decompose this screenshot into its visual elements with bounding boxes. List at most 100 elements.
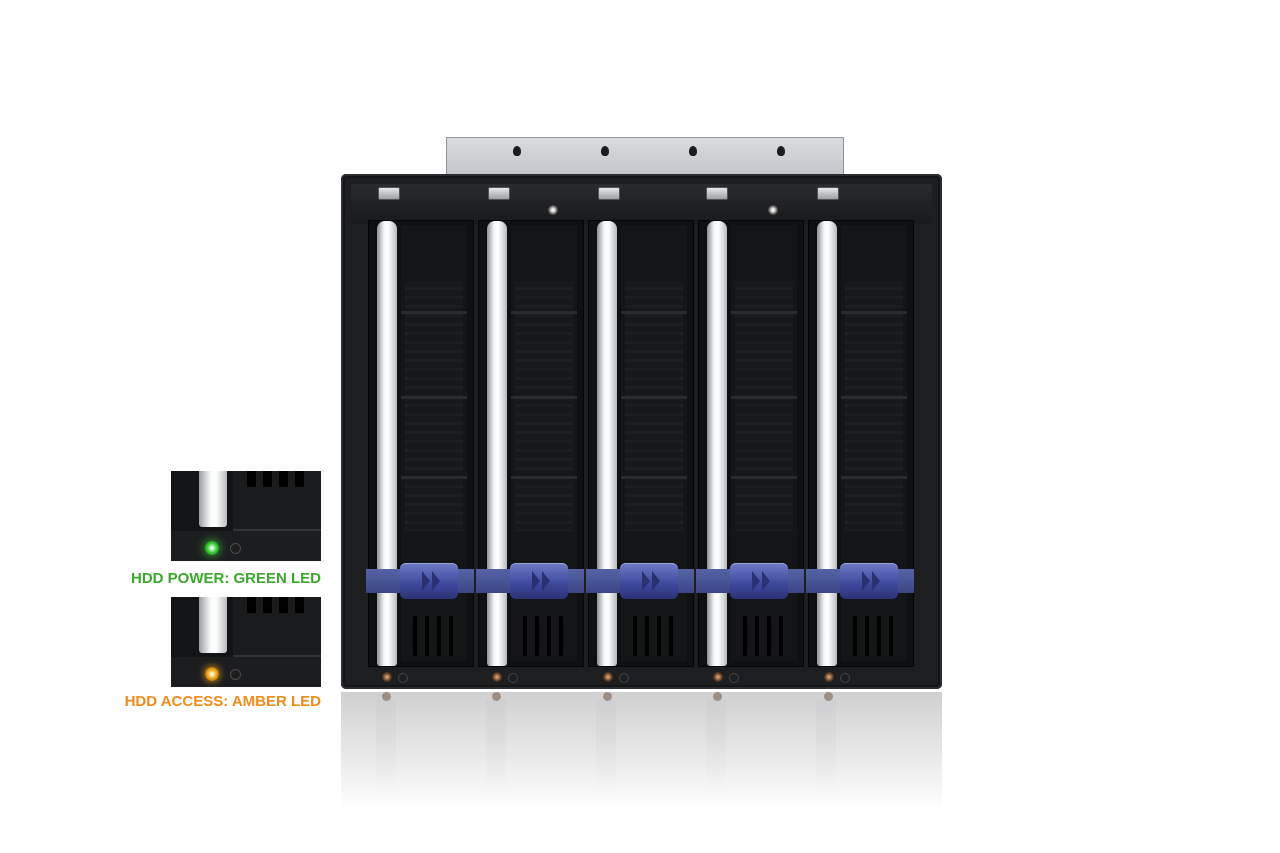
chevron-icon: [872, 571, 880, 591]
bay-rib: [621, 396, 687, 399]
pin: [548, 205, 558, 215]
vent-slot: [263, 471, 272, 487]
vent-slot: [535, 616, 539, 656]
screw: [378, 187, 400, 200]
bay-handle[interactable]: [597, 221, 617, 666]
drive-bay-2[interactable]: [476, 220, 584, 667]
callout-handle: [199, 471, 227, 527]
vent-slot: [559, 616, 563, 656]
vent-slot: [295, 471, 304, 487]
pin: [768, 205, 778, 215]
chevron-icon: [862, 571, 870, 591]
bay-handle[interactable]: [817, 221, 837, 666]
latch-knob[interactable]: [510, 563, 568, 599]
vent-slot: [279, 471, 288, 487]
callout-base: [171, 657, 321, 687]
vent-slot: [547, 616, 551, 656]
vent-slot: [425, 616, 429, 656]
latch-knob[interactable]: [400, 563, 458, 599]
bay-rib: [401, 396, 467, 399]
reflection-handle: [596, 700, 616, 790]
tray-notch: [513, 146, 521, 156]
vent-slot: [413, 616, 417, 656]
tray-notch: [777, 146, 785, 156]
chevron-icon: [532, 571, 540, 591]
bay-rib: [401, 476, 467, 479]
bay-handle[interactable]: [487, 221, 507, 666]
screw: [817, 187, 839, 200]
screw: [598, 187, 620, 200]
led-icon: [398, 673, 408, 683]
green-led-icon: [205, 541, 219, 555]
reflection-led: [382, 692, 391, 701]
callout-door: [233, 471, 321, 531]
tray-notch: [689, 146, 697, 156]
bay-rib: [621, 311, 687, 314]
bay-latch[interactable]: [696, 563, 804, 599]
vent-slot: [247, 597, 256, 613]
latch-knob[interactable]: [730, 563, 788, 599]
drive-bay-3[interactable]: [586, 220, 694, 667]
bay-rib: [511, 476, 577, 479]
callout-door: [233, 597, 321, 657]
bay-rib: [841, 311, 907, 314]
led-indicator: [603, 672, 613, 682]
power-led-callout: [171, 471, 321, 561]
drive-bay-1[interactable]: [366, 220, 474, 667]
fan-grille: [405, 281, 463, 531]
vent-slot: [449, 616, 453, 656]
tray-notch: [601, 146, 609, 156]
fan-grille: [625, 281, 683, 531]
reflection-handle: [376, 700, 396, 790]
vent-slot: [877, 616, 881, 656]
bay-latch[interactable]: [476, 563, 584, 599]
vent-slot: [743, 616, 747, 656]
reflection-led: [713, 692, 722, 701]
reflection-handle: [706, 700, 726, 790]
vent-slot: [779, 616, 783, 656]
led-indicator: [382, 672, 392, 682]
vent-slot: [523, 616, 527, 656]
bay-handle[interactable]: [707, 221, 727, 666]
bay-rib: [401, 311, 467, 314]
bay-latch[interactable]: [586, 563, 694, 599]
callout-handle: [199, 597, 227, 653]
bay-rib: [731, 476, 797, 479]
bay-latch[interactable]: [366, 563, 474, 599]
fan-grille: [515, 281, 573, 531]
fan-grille: [735, 281, 793, 531]
led-indicator: [713, 672, 723, 682]
vent-slot: [669, 616, 673, 656]
reflection-led: [492, 692, 501, 701]
callout-base: [171, 531, 321, 561]
vent-slot: [767, 616, 771, 656]
screw: [706, 187, 728, 200]
reflection-handle: [486, 700, 506, 790]
led-icon: [619, 673, 629, 683]
bezel-top-strip: [351, 184, 932, 224]
chevron-icon: [432, 571, 440, 591]
amber-led-icon: [205, 667, 219, 681]
access-led-label: HDD ACCESS: AMBER LED: [124, 693, 321, 710]
bay-latch[interactable]: [806, 563, 914, 599]
bay-handle[interactable]: [377, 221, 397, 666]
bay-rib: [841, 396, 907, 399]
vent-slot: [645, 616, 649, 656]
vent-slot: [889, 616, 893, 656]
drive-bay-4[interactable]: [696, 220, 804, 667]
led-icon: [840, 673, 850, 683]
drive-bay-5[interactable]: [806, 220, 914, 667]
chevron-icon: [542, 571, 550, 591]
bay-rib: [511, 311, 577, 314]
reflection-handle: [816, 700, 836, 790]
fan-grille: [845, 281, 903, 531]
chevron-icon: [762, 571, 770, 591]
bay-rib: [731, 311, 797, 314]
latch-knob[interactable]: [620, 563, 678, 599]
power-led-label: HDD POWER: GREEN LED: [130, 570, 321, 587]
led-icon: [508, 673, 518, 683]
vent-slot: [657, 616, 661, 656]
chevron-icon: [642, 571, 650, 591]
floor-reflection: [341, 692, 942, 832]
latch-knob[interactable]: [840, 563, 898, 599]
